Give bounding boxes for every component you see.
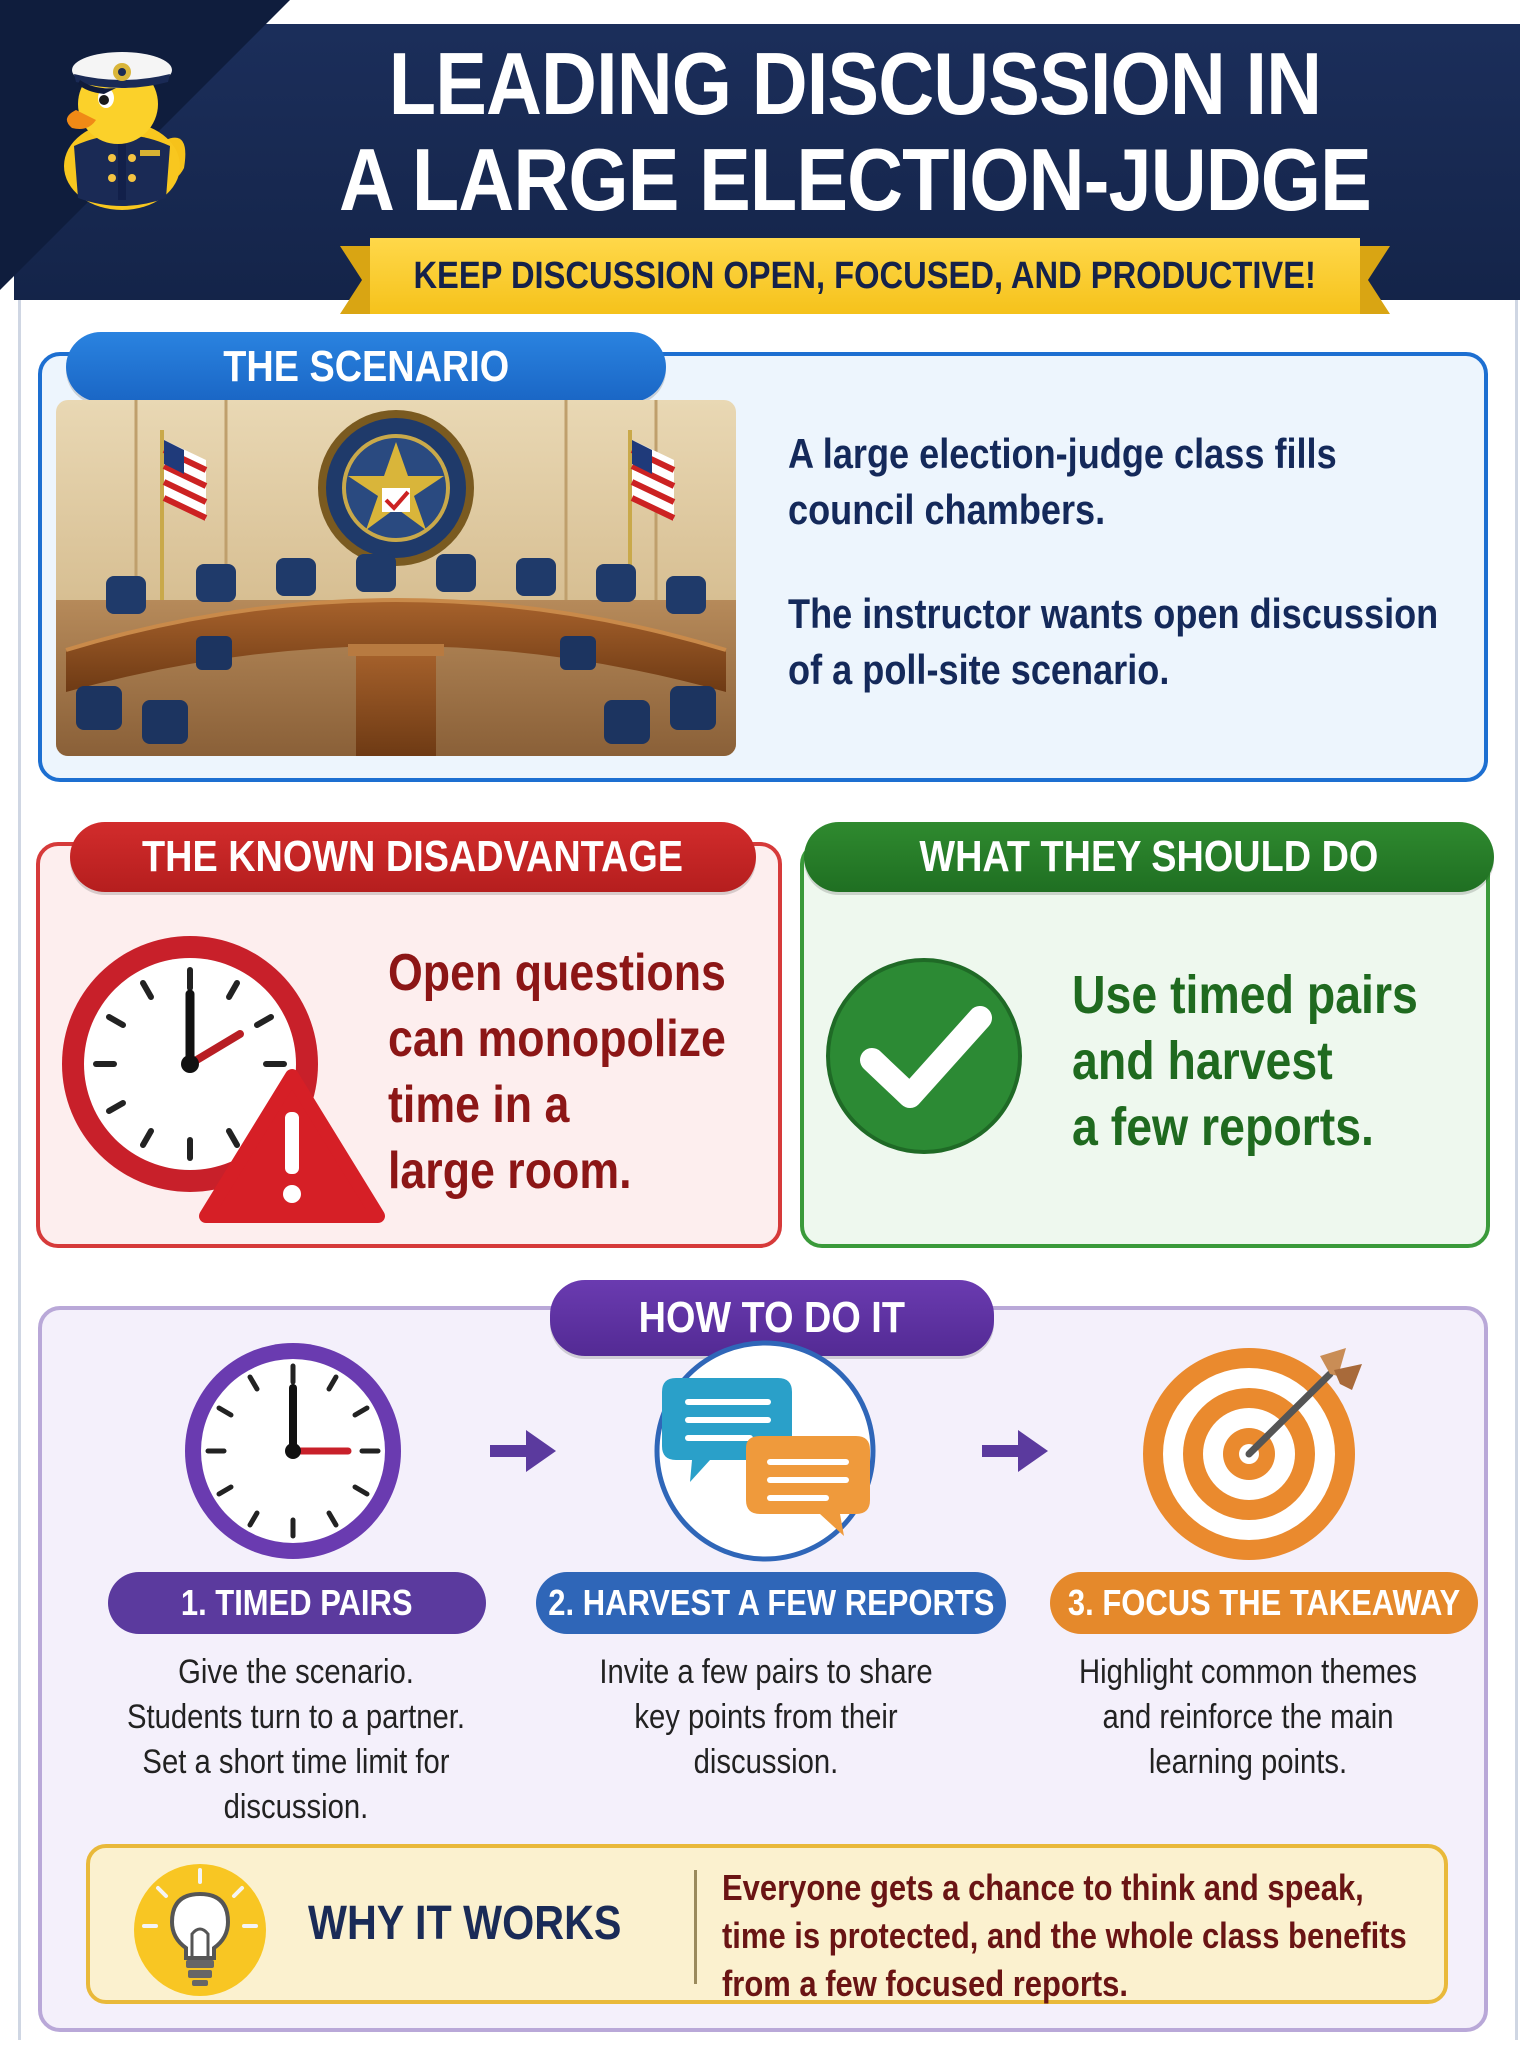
step-3-description: Highlight common themes and reinforce th… xyxy=(1078,1653,1418,1781)
check-circle-icon xyxy=(826,958,1022,1154)
scenario-text: A large election-judge class fills counc… xyxy=(788,426,1468,746)
disadvantage-panel: THE KNOWN DISADVANTAGE Open questions ca… xyxy=(36,822,782,1248)
captain-duck-icon xyxy=(64,52,186,210)
why-it-works-text: Everyone gets a chance to think and spea… xyxy=(722,1867,1407,2004)
clock-warning-icon xyxy=(62,936,385,1223)
why-it-works-title: WHY IT WORKS xyxy=(308,1897,622,1950)
how-to-tab: HOW TO DO IT xyxy=(550,1280,994,1356)
step-2-label: 2. HARVEST A FEW REPORTS xyxy=(536,1572,1006,1634)
should-do-text: Use timed pairs and harvest a few report… xyxy=(1072,965,1418,1157)
disadvantage-tab: THE KNOWN DISADVANTAGE xyxy=(70,822,756,892)
disadvantage-text: Open questions can monopolize time in a … xyxy=(388,944,726,1200)
arrow-right-icon xyxy=(982,1430,1048,1472)
how-to-panel: HOW TO DO IT xyxy=(38,1280,1488,2032)
subtitle-ribbon: KEEP DISCUSSION OPEN, FOCUSED, AND PRODU… xyxy=(340,238,1390,314)
should-do-panel: WHAT THEY SHOULD DO Use timed pairs and … xyxy=(800,822,1494,1248)
step-1-description: Give the scenario. Students turn to a pa… xyxy=(126,1653,466,1826)
why-divider xyxy=(694,1870,697,1984)
why-it-works-box: WHY IT WORKS Everyone gets a chance to t… xyxy=(86,1844,1448,2004)
chat-bubbles-icon xyxy=(654,1340,876,1562)
lightbulb-icon xyxy=(134,1864,266,1996)
step-3-label: 3. FOCUS THE TAKEAWAY xyxy=(1050,1572,1478,1634)
scenario-tab: THE SCENARIO xyxy=(66,332,666,402)
target-icon xyxy=(1143,1348,1362,1560)
step-1-label: 1. TIMED PAIRS xyxy=(108,1572,486,1634)
arrow-right-icon xyxy=(490,1430,556,1472)
page-frame xyxy=(18,300,1518,2040)
subtitle: KEEP DISCUSSION OPEN, FOCUSED, AND PRODU… xyxy=(370,238,1360,314)
scenario-line-2: The instructor wants open discussion of … xyxy=(788,590,1439,693)
should-do-tab: WHAT THEY SHOULD DO xyxy=(804,822,1494,892)
header: LEADING DISCUSSION IN A LARGE ELECTION-J… xyxy=(0,0,1536,330)
scenario-line-1: A large election-judge class fills counc… xyxy=(788,430,1337,533)
council-chamber-illustration xyxy=(56,400,736,756)
clock-icon xyxy=(185,1343,401,1559)
scenario-panel: THE SCENARIO xyxy=(38,332,1488,782)
step-2-description: Invite a few pairs to share key points f… xyxy=(599,1653,933,1781)
